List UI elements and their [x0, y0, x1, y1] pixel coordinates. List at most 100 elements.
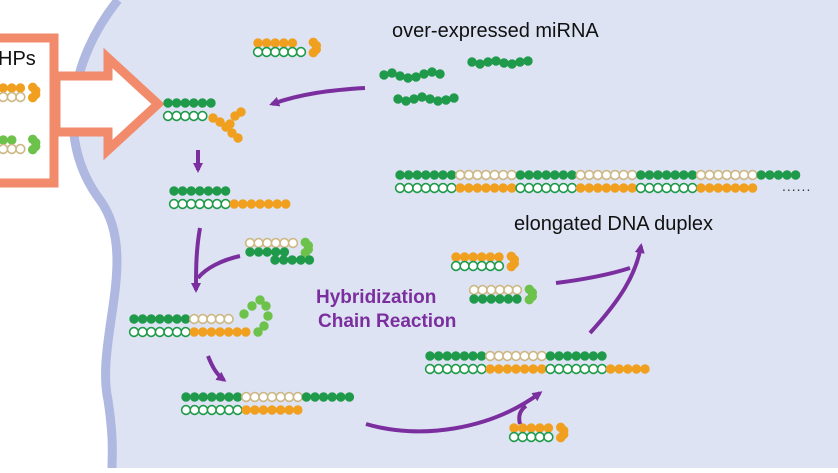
bead: [171, 110, 182, 122]
bead: [570, 363, 582, 375]
bead: [730, 183, 741, 193]
arrow-step2: [191, 227, 202, 293]
bead: [489, 183, 500, 193]
bead: [623, 364, 633, 374]
bead: [197, 110, 208, 122]
bead: [519, 364, 530, 374]
bead: [300, 248, 310, 258]
bead: [287, 255, 297, 265]
bead: [236, 107, 246, 117]
bead: [494, 284, 505, 296]
bead: [7, 135, 17, 145]
bead: [241, 391, 252, 403]
bead: [610, 183, 620, 193]
arrow-hp2-join: [196, 254, 241, 280]
bead: [177, 186, 188, 196]
bead: [525, 431, 537, 443]
bead: [336, 392, 346, 402]
bead: [438, 170, 448, 180]
bead: [494, 252, 504, 262]
bead: [524, 170, 534, 180]
bead: [227, 128, 237, 138]
bead: [468, 260, 479, 272]
bead: [541, 170, 551, 180]
bead: [215, 392, 226, 402]
bead: [421, 170, 431, 180]
bead: [28, 145, 38, 155]
bead: [181, 392, 191, 402]
bead: [417, 92, 427, 102]
bead: [486, 284, 497, 296]
bead: [476, 351, 487, 361]
bead: [0, 143, 9, 155]
bead: [503, 284, 514, 296]
bead: [250, 405, 260, 415]
bead: [455, 183, 465, 193]
bead: [224, 392, 234, 402]
bead: [524, 295, 534, 305]
bead: [738, 169, 750, 181]
bead: [472, 183, 483, 193]
bead: [756, 170, 766, 180]
bead: [503, 294, 514, 304]
bead: [605, 364, 616, 374]
bead: [318, 392, 329, 402]
bead: [215, 117, 225, 127]
bead: [463, 169, 474, 181]
bead: [790, 170, 801, 180]
bead: [696, 183, 706, 193]
bead: [212, 186, 222, 196]
bead: [198, 392, 208, 402]
bead: [477, 284, 488, 296]
bead: [486, 294, 496, 304]
bead: [412, 182, 423, 194]
bead: [592, 169, 603, 181]
bead: [267, 405, 277, 415]
bead: [412, 170, 422, 180]
bead: [601, 183, 612, 193]
bead: [411, 72, 421, 82]
bead: [171, 98, 182, 108]
bead: [287, 237, 299, 249]
bead: [566, 182, 578, 194]
bead: [485, 364, 495, 374]
bead: [270, 255, 280, 265]
bead: [220, 186, 231, 196]
bead: [441, 95, 451, 105]
bead: [270, 38, 280, 48]
bead: [451, 252, 461, 262]
bead: [483, 57, 493, 67]
bead: [203, 186, 214, 196]
bead: [247, 301, 257, 311]
arrow-hp-join-upper: [555, 266, 631, 285]
bead: [713, 183, 723, 193]
bead: [7, 83, 17, 93]
bead: [588, 351, 599, 361]
bead: [491, 56, 501, 66]
bead: [515, 170, 526, 180]
bead: [498, 169, 509, 181]
bead: [180, 404, 192, 416]
bead: [480, 169, 492, 181]
bead: [223, 327, 234, 337]
bead: [252, 46, 264, 58]
bead: [442, 363, 453, 375]
bead: [241, 327, 251, 337]
bead: [506, 169, 517, 181]
mirna-label: over-expressed miRNA: [392, 20, 599, 42]
bead: [535, 423, 545, 433]
bead: [261, 38, 272, 48]
bead: [263, 199, 274, 209]
bead: [253, 327, 263, 337]
bead: [198, 404, 209, 416]
bead: [279, 38, 289, 48]
bead: [661, 182, 672, 194]
arrow-step3: [206, 355, 227, 382]
bead: [601, 169, 612, 181]
bead: [477, 294, 488, 304]
bead: [543, 423, 554, 433]
bead: [515, 182, 526, 194]
bead: [162, 110, 174, 122]
